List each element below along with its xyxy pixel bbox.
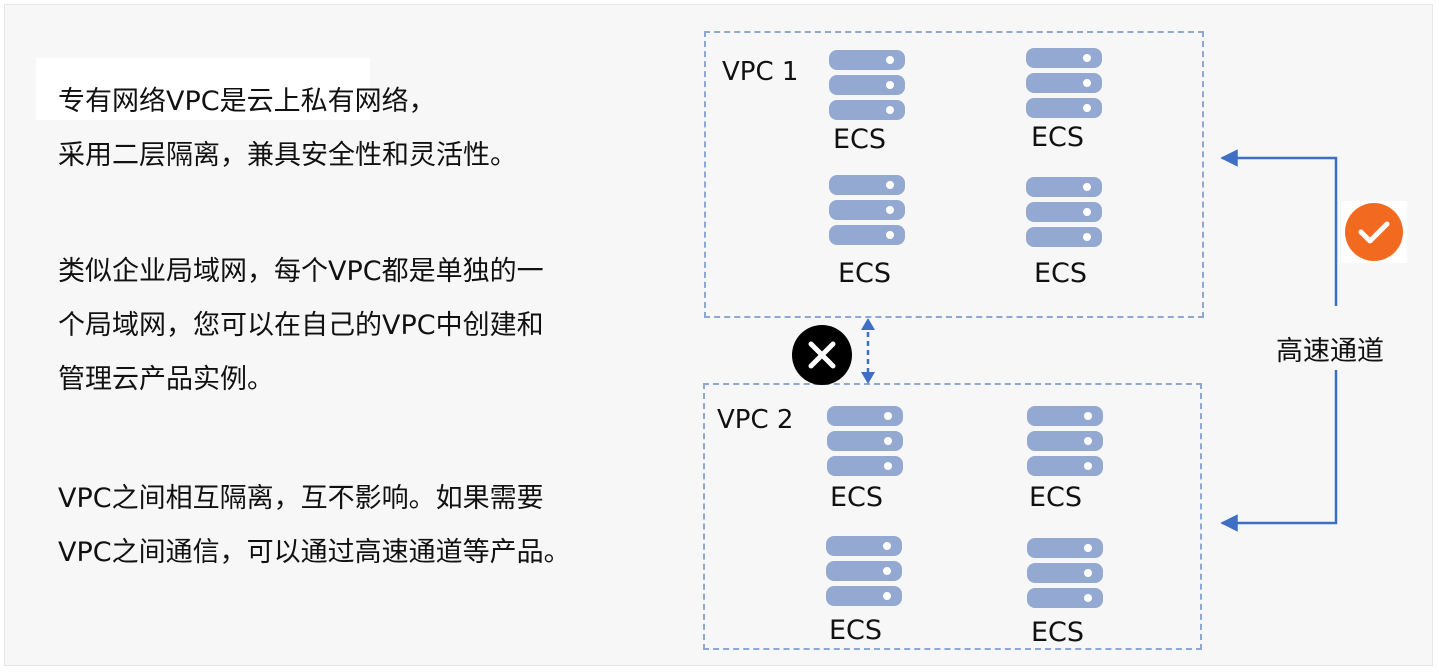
vpc-2-label: VPC 2 [717,405,794,435]
description-line: VPC之间相互隔离，互不影响。如果需要 [58,483,544,514]
ecs-label: ECS [1034,258,1088,289]
description-line: 个局域网，您可以在自己的VPC中创建和 [58,310,544,341]
description-paragraph-3: VPC之间相互隔离，互不影响。如果需要 VPC之间通信，可以通过高速通道等产品。 [58,485,571,566]
ecs-label: ECS [838,258,892,289]
description-line: 专有网络VPC是云上私有网络， [58,86,436,117]
arrowhead-up [861,318,875,330]
channel-line-lower [1220,370,1338,532]
ecs-label: ECS [1029,482,1083,513]
ecs-label: ECS [1031,617,1085,648]
description-line: 采用二层隔离，兼具安全性和灵活性。 [58,140,517,171]
description-line: 管理云产品实例。 [58,364,274,395]
description-paragraph-2: 类似企业局域网，每个VPC都是单独的一 个局域网，您可以在自己的VPC中创建和 … [58,258,544,393]
express-connect-label: 高速通道 [1276,336,1384,367]
ecs-label: ECS [830,482,884,513]
description-paragraph-1: 专有网络VPC是云上私有网络， 采用二层隔离，兼具安全性和灵活性。 [58,88,517,169]
ecs-label: ECS [833,124,887,155]
text-highlight [36,58,370,120]
blocked-x-icon [792,325,852,385]
vpc-1-label: VPC 1 [722,57,799,87]
arrowhead-down [861,372,875,384]
allowed-check-icon [1341,201,1407,263]
vpc-2-box [703,383,1202,650]
ecs-label: ECS [1031,122,1085,153]
description-line: 类似企业局域网，每个VPC都是单独的一 [58,256,544,287]
description-line: VPC之间通信，可以通过高速通道等产品。 [58,537,571,568]
ecs-label: ECS [829,615,883,646]
channel-line-upper [1220,149,1338,306]
vpc-1-box [704,31,1204,318]
